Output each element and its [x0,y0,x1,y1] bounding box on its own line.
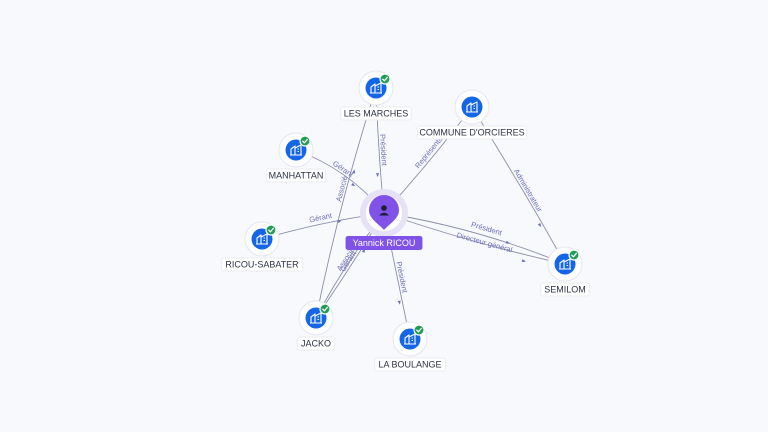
building-icon [310,312,322,324]
relation-label: Associé [334,175,349,203]
company-node-ricou-sabater[interactable]: RICOU-SABATER [220,221,304,272]
arrow-icon [397,300,401,305]
map-pin-icon [369,195,399,230]
arrow-icon [351,182,356,187]
building-icon [404,333,416,345]
building-icon [370,82,382,94]
edge-label-president: Président [375,134,389,178]
company-name: JACKO [301,339,331,349]
center-label-box [345,236,423,250]
company-name: MANHATTAN [269,171,324,181]
arrow-icon [352,169,356,174]
company-label-box [540,282,590,297]
company-name: RICOU-SABATER [225,260,299,270]
center-person-node[interactable]: Yannick RICOU [345,189,423,250]
check-badge-icon [413,324,425,336]
company-label-box [220,257,304,272]
company-node-jacko[interactable]: JACKO [296,300,336,351]
nodes-layer: LES MARCHES COMMUNE D'ORCIERES MANHATTAN RI… [220,70,590,372]
check-badge-icon [299,135,311,147]
company-name: LES MARCHES [344,109,409,119]
check-badge-icon [379,73,391,85]
company-node-semilom[interactable]: SEMILOM [540,246,590,297]
arrow-icon [375,172,379,178]
relation-label: Président [394,261,409,295]
person-icon [379,205,389,216]
company-name: LA BOULANGE [378,360,441,370]
company-node-les-marches[interactable]: LES MARCHES [340,70,412,121]
company-label-box [265,168,327,183]
edge-label-president: Président [394,261,410,305]
relation-label: Directeur général [456,230,514,254]
company-label-box [296,336,336,351]
arrow-icon [505,240,511,244]
arrow-icon [537,222,542,228]
company-node-commune-dorcieres[interactable]: COMMUNE D'ORCIERES [417,89,527,140]
building-icon [256,233,268,245]
building-icon [559,258,571,270]
relation-label: Administrateur [512,167,545,214]
building-icon [290,144,302,156]
company-icon-circle [461,96,483,118]
company-node-manhattan[interactable]: MANHATTAN [265,132,327,183]
arrow-icon [521,259,526,263]
check-badge-icon [568,249,580,261]
edge-label-directeur-general: Directeur général [456,230,526,263]
check-badge-icon [265,224,277,236]
person-name: Yannick RICOU [353,238,416,248]
relation-label: Président [378,134,389,167]
company-name: SEMILOM [544,285,586,295]
company-label-box [374,357,446,372]
company-label-box [417,125,527,140]
company-label-box [340,106,412,121]
arrow-icon [337,220,342,224]
company-name: COMMUNE D'ORCIERES [419,128,524,138]
building-icon [466,101,478,113]
check-badge-icon [319,303,331,315]
company-node-la-boulange[interactable]: LA BOULANGE [374,321,446,372]
